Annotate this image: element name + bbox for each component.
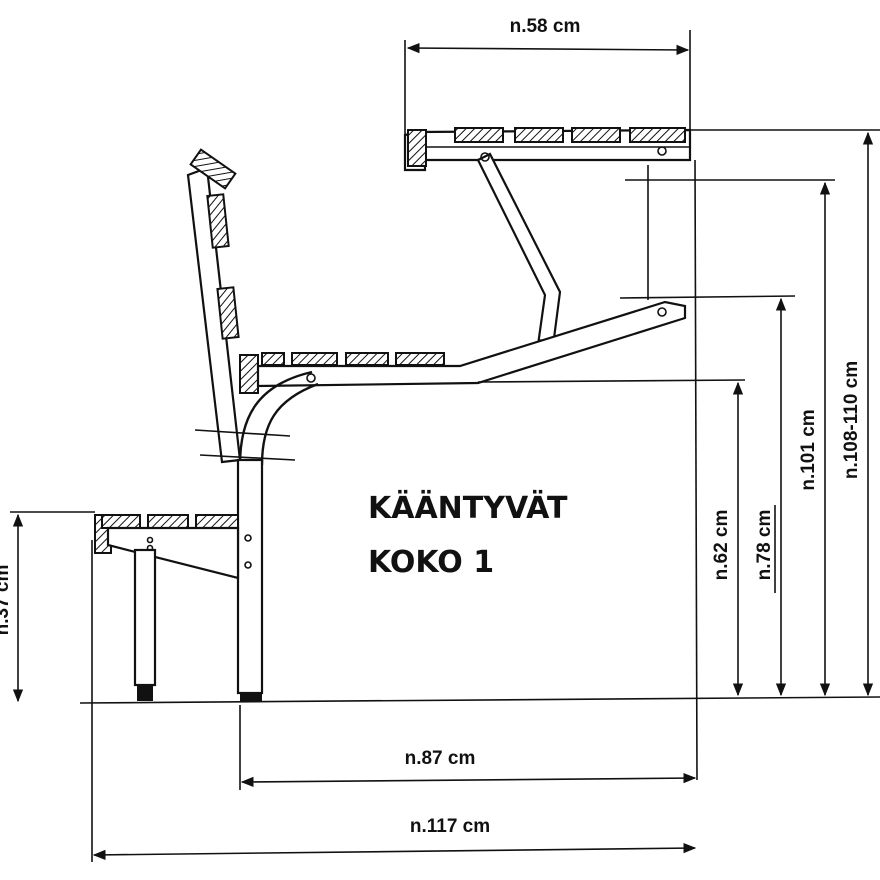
dim-label-62: n.62 cm <box>711 510 732 581</box>
low-seat <box>94 514 240 701</box>
dim-label-37: n.37 cm <box>0 565 13 636</box>
dim-label-117: n.117 cm <box>410 816 490 837</box>
backrest <box>186 148 296 464</box>
diagram-title-line1: KÄÄNTYVÄT <box>368 490 568 526</box>
dim-arrow-117 <box>92 843 697 860</box>
dim-label-78: n.78 cm <box>754 510 775 581</box>
frame-post <box>236 458 264 701</box>
upper-seat <box>403 127 692 349</box>
dim-label-108: n.108-110 cm <box>841 361 862 479</box>
diagram-title-line2: KOKO 1 <box>368 545 494 580</box>
dim-label-58: n.58 cm <box>510 16 581 37</box>
ground-line <box>79 696 880 704</box>
dim-arrow-87 <box>240 772 697 788</box>
dim-label-87: n.87 cm <box>405 748 476 769</box>
middle-seat <box>238 300 687 466</box>
dim-label-101: n.101 cm <box>798 409 819 490</box>
dim-arrow-58 <box>406 42 690 56</box>
